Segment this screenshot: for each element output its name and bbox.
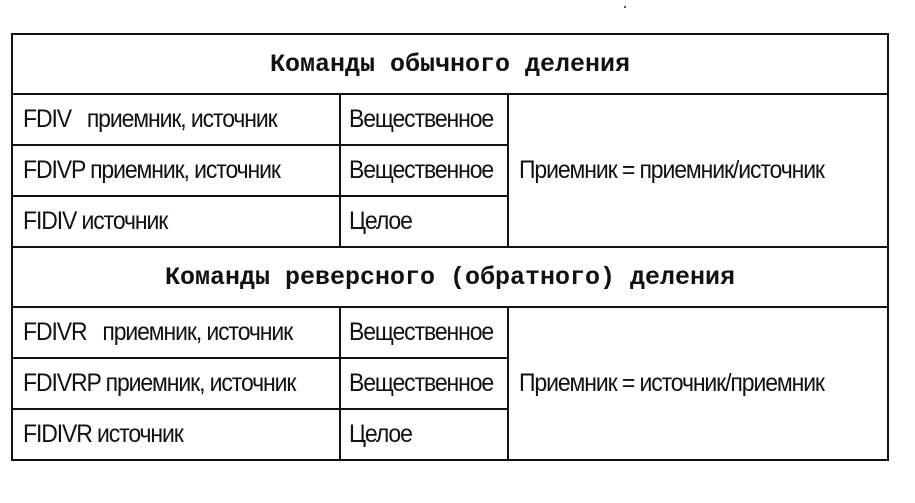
section-header-row: Команды обычного деления	[10, 33, 890, 95]
table-row: FIDIV источник Целое	[11, 195, 888, 248]
command-text: FDIVP приемник, источник	[23, 156, 281, 184]
command-text: FIDIVR источник	[23, 420, 184, 448]
result-text: Приемник = источник/приемник	[519, 369, 825, 397]
command-cell: FDIV приемник, источник	[11, 93, 341, 146]
table-row: FDIV приемник, источник Вещественное При…	[11, 93, 890, 248]
operand-type-text: Целое	[349, 420, 413, 448]
operand-type-text: Вещественное	[349, 369, 494, 397]
result-cell: Приемник = источник/приемник	[506, 306, 890, 461]
operand-type-text: Вещественное	[349, 156, 494, 184]
command-text: FDIV приемник, источник	[23, 105, 278, 133]
section-header-row: Команды реверсного (обратного) деления	[10, 246, 890, 308]
section-heading-reverse-division: Команды реверсного (обратного) деления	[10, 246, 890, 308]
operand-type-cell: Целое	[339, 408, 509, 461]
operand-type-cell: Целое	[339, 195, 509, 248]
operand-type-cell: Вещественное	[339, 357, 509, 410]
operand-type-text: Вещественное	[349, 105, 494, 133]
table-row: FIDIVR источник Целое	[11, 408, 888, 461]
table-row: FDIVRP приемник, источник Вещественное	[11, 357, 888, 410]
operand-type-cell: Вещественное	[339, 306, 509, 359]
table-row: FDIVR приемник, источник Вещественное Пр…	[11, 306, 890, 461]
operand-type-cell: Вещественное	[339, 144, 509, 197]
operand-type-text: Целое	[349, 207, 413, 235]
command-cell: FIDIV источник	[11, 195, 341, 248]
scan-speck	[624, 6, 626, 8]
section-heading-normal-division: Команды обычного деления	[10, 33, 890, 95]
division-commands-table: Команды обычного деления FDIV приемник, …	[10, 33, 890, 461]
command-text: FIDIV источник	[23, 207, 168, 235]
command-text: FDIVR приемник, источник	[23, 318, 293, 346]
table-row: FDIVP приемник, источник Вещественное	[11, 144, 888, 197]
operand-type-cell: Вещественное	[339, 93, 509, 146]
operand-type-text: Вещественное	[349, 318, 494, 346]
result-text: Приемник = приемник/источник	[519, 156, 825, 184]
command-cell: FDIVR приемник, источник	[11, 306, 341, 359]
command-text: FDIVRP приемник, источник	[23, 369, 296, 397]
result-cell: Приемник = приемник/источник	[506, 93, 890, 248]
command-cell: FDIVP приемник, источник	[11, 144, 341, 197]
command-cell: FDIVRP приемник, источник	[11, 357, 341, 410]
command-cell: FIDIVR источник	[11, 408, 341, 461]
